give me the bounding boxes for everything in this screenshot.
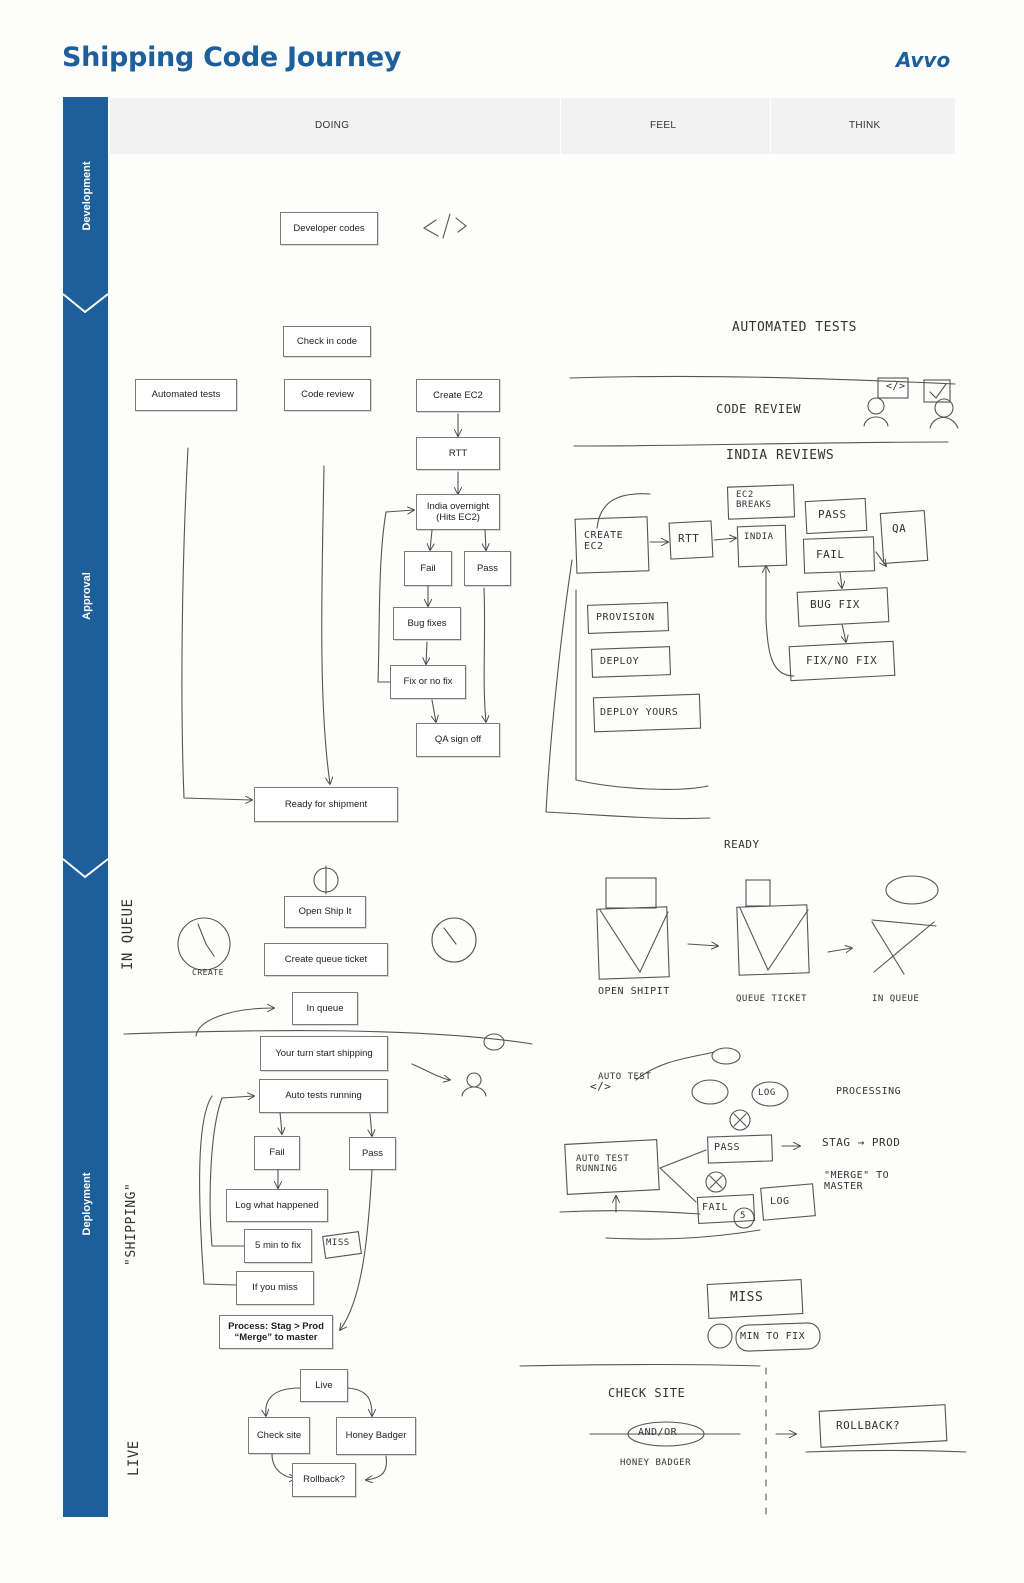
note-fail: FAIL [816,548,845,561]
column-header-row [110,98,955,154]
column-divider [770,98,771,154]
note-ec2-breaks: EC2 BREAKS [736,490,772,510]
note-rtt: RTT [678,532,700,545]
box-auto-tests-running: Auto tests running [259,1079,388,1113]
box-qa-sign-off: QA sign off [416,723,500,757]
phase-label-deployment: Deployment [81,1172,93,1236]
process-line-2: “Merge” to master [234,1332,318,1343]
note-create-ec2: CREATE EC2 [584,530,624,552]
box-fail-deploy: Fail [254,1136,300,1170]
note-five: 5 [740,1211,746,1221]
column-divider [560,98,561,154]
note-code-review: CODE REVIEW [716,402,801,416]
note-deploy-yours: DEPLOY YOURS [600,707,679,718]
note-in-queue-small: IN QUEUE [872,994,920,1004]
page-title: Shipping Code Journey [62,42,402,73]
note-provision: PROVISION [596,612,655,623]
box-code-review: Code review [284,379,371,411]
box-pass-deploy: Pass [349,1137,396,1170]
note-shipping-side: "SHIPPING" [124,1182,139,1266]
note-stag-prod: STAG → PROD [822,1136,901,1149]
box-developer-codes: Developer codes [280,212,378,245]
note-ready: READY [724,838,760,851]
note-check-site: CHECK SITE [608,1386,686,1400]
note-in-queue-side: IN QUEUE [120,898,136,970]
box-process-stag-prod: Process: Stag > Prod “Merge” to master [219,1315,333,1349]
note-log-2: LOG [758,1088,776,1098]
box-your-turn-start-shipping: Your turn start shipping [260,1036,388,1071]
box-log-what-happened: Log what happened [226,1189,328,1222]
box-in-queue: In queue [292,992,358,1025]
note-miss-tag: MISS [326,1238,350,1248]
note-fix-no-fix: FIX/NO FIX [806,654,878,667]
box-bug-fixes: Bug fixes [393,607,461,640]
note-pass-small: PASS [714,1142,741,1153]
note-live-side: LIVE [126,1440,142,1476]
note-automated-tests: AUTOMATED TESTS [732,320,857,335]
phase-label-development: Development [81,161,93,231]
box-fix-or-no-fix: Fix or no fix [390,665,466,699]
note-merge-to-master: "MERGE" TO MASTER [824,1170,890,1192]
box-open-ship-it: Open Ship It [284,896,366,928]
note-create-small: CREATE [192,968,224,977]
column-header-doing: DOING [315,120,350,131]
note-min-to-fix: MIN TO FIX [740,1331,806,1342]
box-india-overnight: India overnight (Hits EC2) [416,494,500,530]
box-rtt: RTT [416,437,500,470]
note-honey-badger: HONEY BADGER [620,1458,692,1468]
avvo-logo: Avvo [896,48,951,72]
box-5-min-to-fix: 5 min to fix [244,1229,312,1263]
box-fail: Fail [404,551,452,586]
note-qa: QA [892,522,907,535]
box-pass: Pass [464,551,511,586]
note-fail-small: FAIL [702,1202,729,1213]
box-ready-for-shipment: Ready for shipment [254,787,398,822]
box-check-in-code: Check in code [283,326,371,357]
note-india-reviews: INDIA REVIEWS [726,448,835,463]
box-rollback: Rollback? [292,1463,356,1497]
note-auto-test-running: AUTO TEST RUNNING [576,1154,630,1174]
phase-label-approval: Approval [81,572,93,620]
box-automated-tests: Automated tests [135,379,237,411]
note-open-shipit: OPEN SHIPIT [598,986,670,997]
box-check-site: Check site [248,1417,310,1454]
box-if-you-miss: If you miss [236,1271,314,1305]
process-line-1: Process: Stag > Prod [228,1320,324,1332]
note-miss: MISS [730,1290,764,1305]
note-queue-ticket: QUEUE TICKET [736,994,808,1004]
phase-bar [63,97,108,1517]
note-bug-fix: BUG FIX [810,598,860,611]
box-create-ec2: Create EC2 [416,379,500,412]
column-header-feel: FEEL [650,120,677,131]
box-honey-badger: Honey Badger [336,1417,416,1455]
note-rollback: ROLLBACK? [836,1419,901,1432]
box-live: Live [300,1369,348,1402]
note-code-symbol-2: </> [590,1080,612,1093]
note-india: INDIA [744,532,774,542]
box-create-queue-ticket: Create queue ticket [264,943,388,976]
note-deploy: DEPLOY [600,656,640,667]
note-and-or: AND/OR [638,1427,678,1438]
note-processing: PROCESSING [836,1086,902,1097]
note-log: LOG [770,1196,790,1207]
column-header-think: THINK [849,120,881,131]
note-pass: PASS [818,508,847,521]
note-auto-test: AUTO TEST [598,1072,652,1082]
note-code-symbol: </> [886,381,906,392]
